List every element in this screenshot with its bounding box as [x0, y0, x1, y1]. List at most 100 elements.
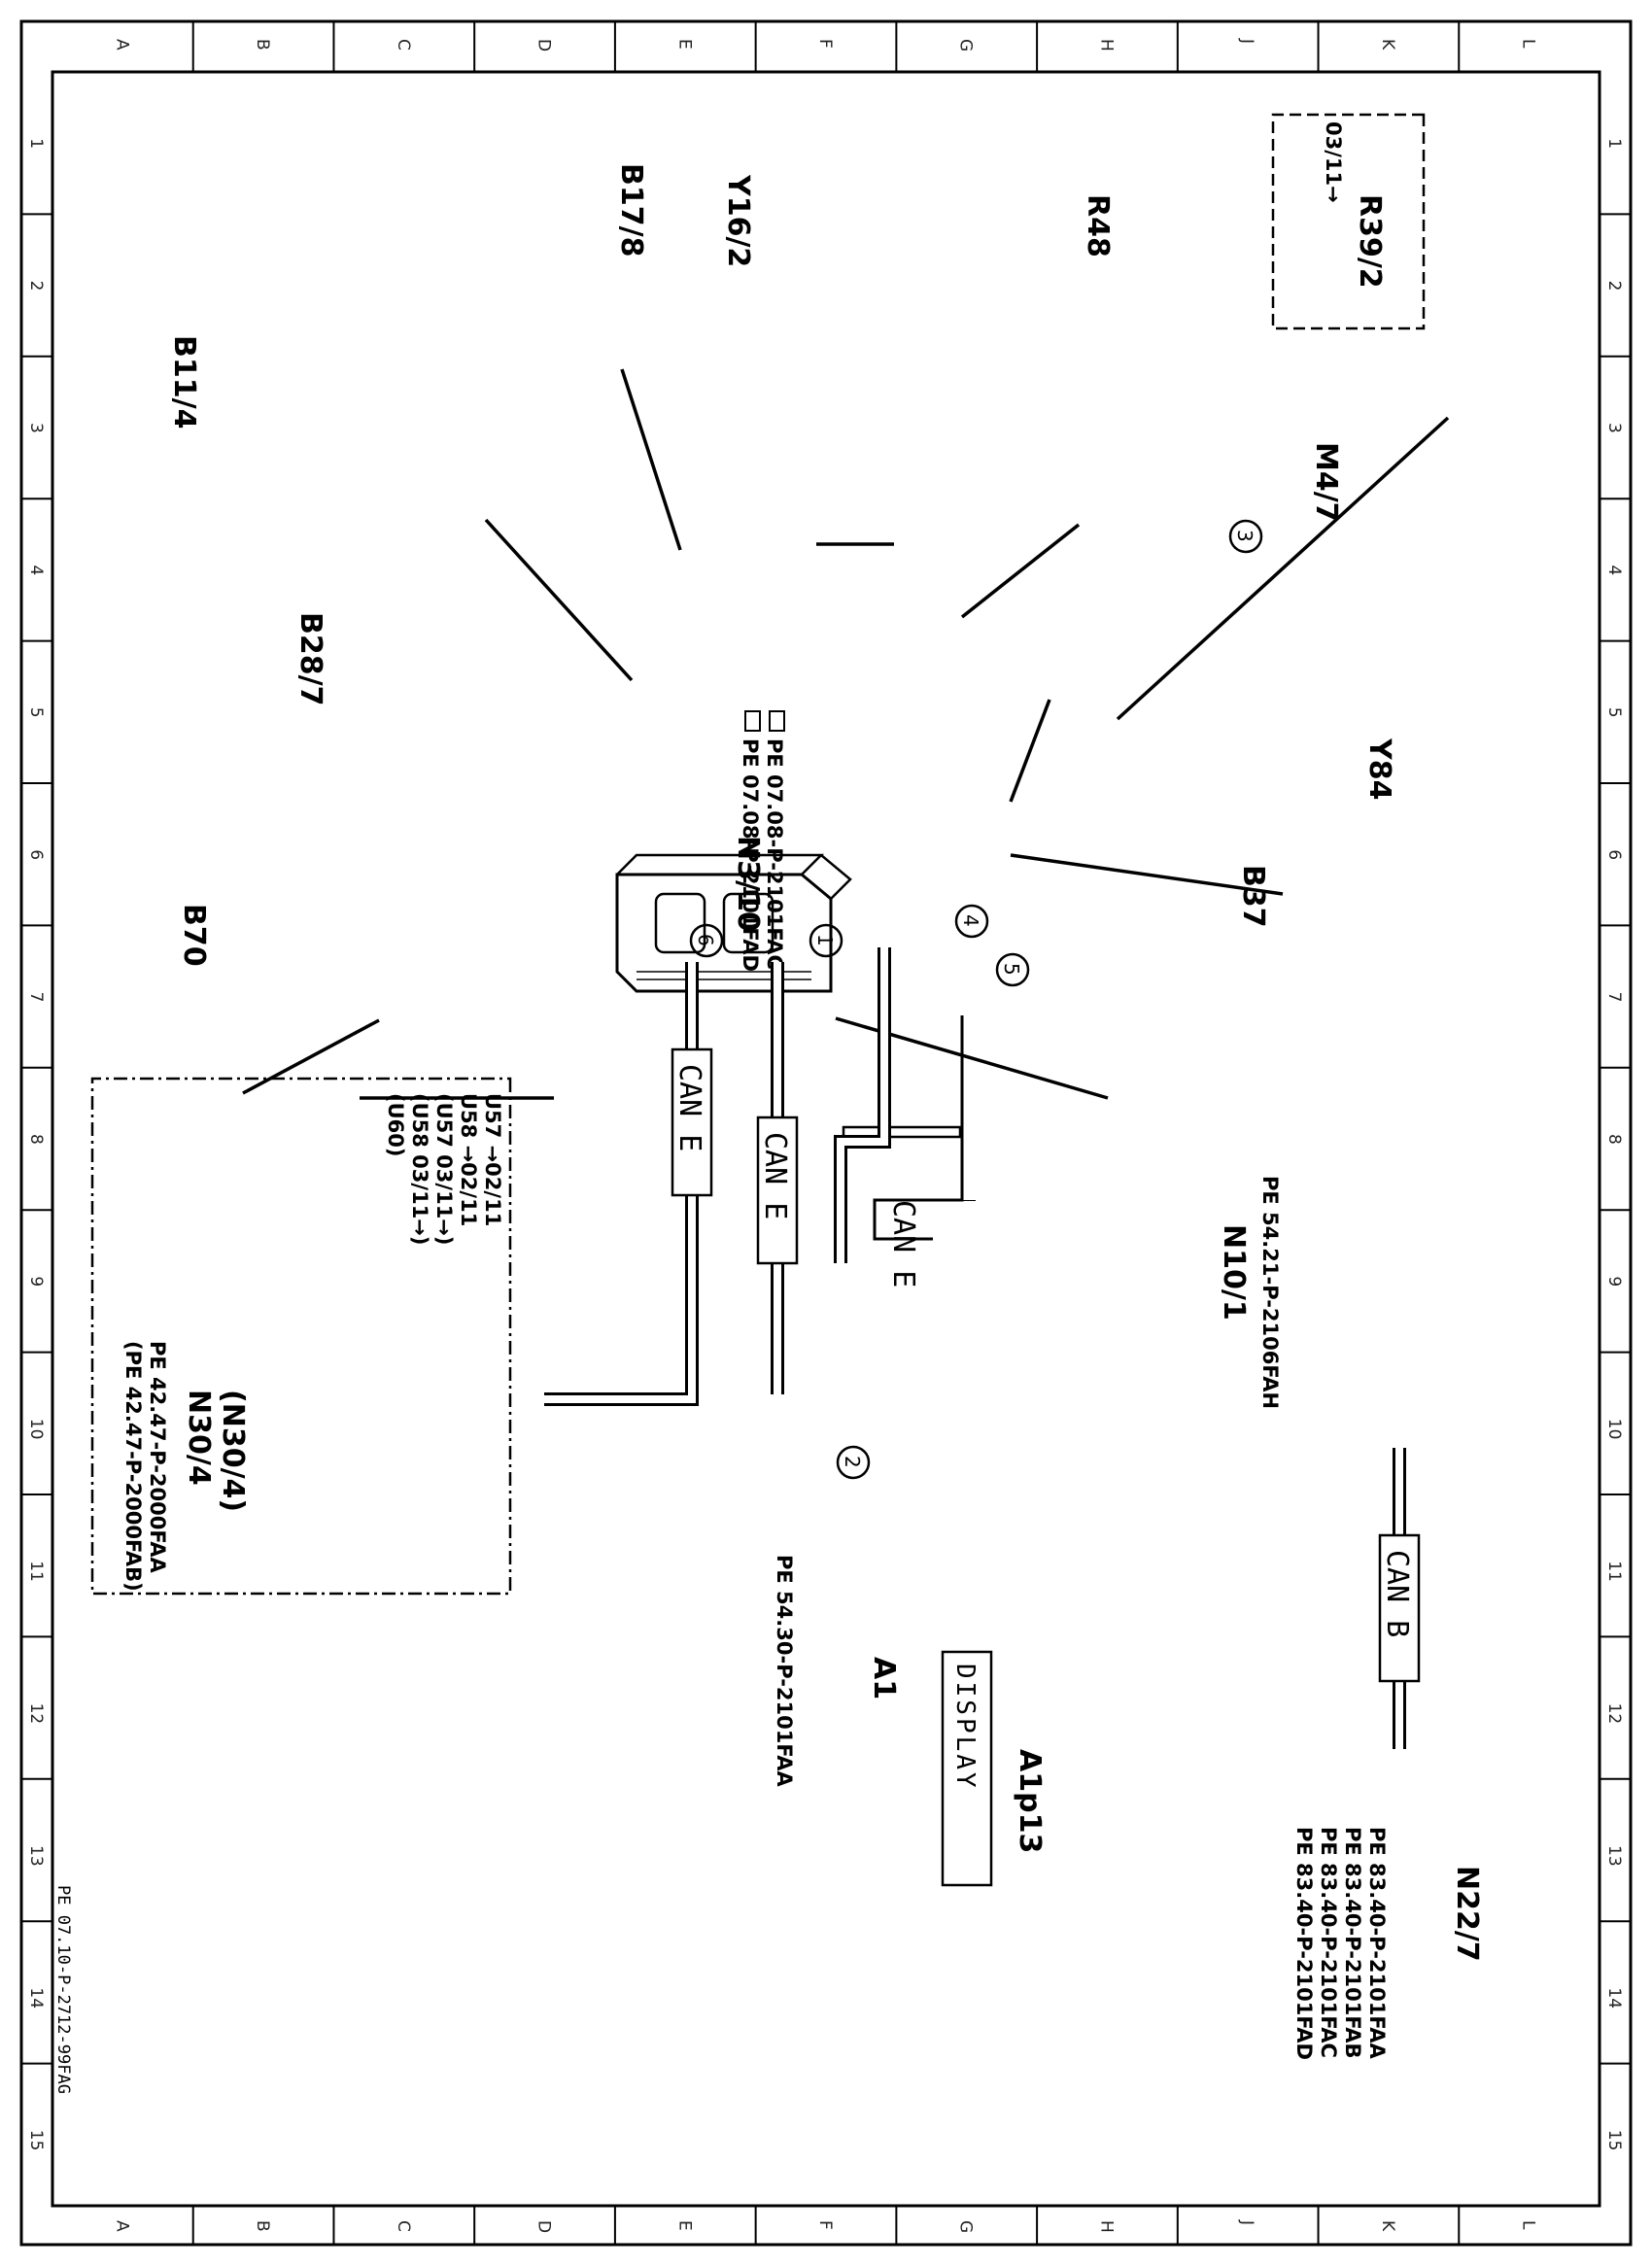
svg-text:PE 83.40-P-2101FAB: PE 83.40-P-2101FAB	[1341, 1827, 1364, 2059]
col-label-right: L	[1519, 2220, 1538, 2230]
b37-label: B37	[1236, 865, 1270, 928]
n3-10-ref-2: PE 07.08-P-2101FAD	[739, 738, 762, 972]
col-label-left: L	[1519, 39, 1538, 49]
grid-ticks: 1122334455667788991010111112121313141415…	[21, 21, 1631, 2245]
row-label-top: 2	[1604, 281, 1624, 292]
a1p13-display-text: DISPLAY	[950, 1664, 980, 1791]
row-label-top: 7	[1604, 992, 1624, 1003]
col-label-left: G	[956, 39, 976, 52]
arrow-m4-7	[1009, 699, 1051, 803]
row-label-top: 6	[1604, 849, 1624, 860]
can-e-bus-1-2: CAN E	[756, 962, 799, 1394]
a1-label: A1	[867, 1657, 901, 1700]
col-label-left: E	[674, 39, 694, 50]
pointing-hand-icon	[744, 710, 785, 732]
col-label-right: K	[1378, 2220, 1397, 2232]
marker-5: 5	[995, 952, 1030, 987]
can-b-label: CAN B	[1380, 1550, 1414, 1637]
col-label-left: A	[112, 39, 131, 51]
row-label-bottom: 5	[26, 707, 46, 718]
arrow-r48	[960, 523, 1081, 619]
n30-4-label-2: (N30/4)	[216, 1390, 250, 1512]
outer-frame	[19, 19, 1633, 2247]
control-unit-n3-10: N3/10 PE 07.08-P-2101FAC PE 07.08-P-2101…	[615, 710, 852, 993]
row-label-bottom: 8	[26, 1134, 46, 1145]
row-label-top: 9	[1604, 1276, 1624, 1287]
n10-1-label: N10/1	[1217, 1224, 1251, 1321]
row-label-bottom: 3	[26, 423, 46, 433]
row-label-top: 3	[1604, 423, 1624, 433]
col-label-left: D	[534, 39, 554, 52]
col-label-right: C	[394, 2220, 413, 2232]
row-label-bottom: 1	[26, 138, 46, 149]
footer-code: PE 07.10-P-2712-99FAG	[53, 1885, 73, 2094]
row-label-top: 8	[1604, 1134, 1624, 1145]
col-label-left: J	[1237, 38, 1256, 44]
marker-3: 3	[1228, 519, 1263, 554]
y16-2-label: Y16/2	[721, 174, 755, 267]
svg-text:PE 83.40-P-2101FAC: PE 83.40-P-2101FAC	[1317, 1827, 1340, 2058]
a1p13-display-box	[941, 1650, 993, 1887]
b28-7-label: B28/7	[293, 612, 327, 705]
arrow-b37	[835, 1016, 1109, 1100]
row-label-bottom: 6	[26, 849, 46, 860]
row-label-bottom: 15	[26, 2130, 46, 2151]
col-label-left: B	[253, 39, 272, 51]
r39-2-label: R39/2	[1353, 194, 1387, 289]
n30-4-ref-2: (PE 42.47-P-2000FAB)	[121, 1341, 145, 1592]
arrow-r39-2	[1116, 416, 1450, 721]
marker-1: 1	[809, 923, 843, 958]
svg-text:PE 83.40-P-2101FAD: PE 83.40-P-2101FAD	[1292, 1827, 1316, 2060]
row-label-bottom: 11	[26, 1561, 46, 1582]
col-label-right: H	[1096, 2220, 1116, 2233]
n30-4-ref-1: PE 42.47-P-2000FAA	[146, 1341, 169, 1574]
row-label-top: 13	[1604, 1845, 1624, 1867]
marker-4: 4	[954, 904, 989, 939]
col-label-left: K	[1378, 39, 1397, 51]
n3-10-ref-1: PE 07.08-P-2101FAC	[763, 738, 786, 970]
row-label-bottom: 14	[26, 1987, 46, 2008]
b17-8-label: B17/8	[614, 163, 648, 257]
inner-frame	[51, 70, 1601, 2208]
col-label-right: E	[674, 2220, 694, 2231]
svg-text:(U60): (U60)	[384, 1093, 407, 1156]
svg-text:3: 3	[1233, 530, 1256, 542]
arrow-y84	[1010, 853, 1284, 896]
row-label-top: 1	[1604, 138, 1624, 149]
row-label-bottom: 13	[26, 1845, 46, 1867]
svg-text:PE 83.40-P-2101FAA: PE 83.40-P-2101FAA	[1365, 1827, 1389, 2060]
b11-4-label: B11/4	[167, 335, 201, 429]
row-label-top: 15	[1604, 2130, 1624, 2151]
n30-4-notes: U57 →02/11 U58 →02/11 (U57 03/11→) (U58 …	[384, 1093, 504, 1246]
n30-4-label: N30/4	[182, 1390, 216, 1486]
row-label-bottom: 10	[26, 1419, 46, 1440]
col-label-right: D	[534, 2220, 554, 2233]
a1-ref: PE 54.30-P-2101FAA	[773, 1555, 796, 1788]
n30-4-box	[90, 1077, 512, 1596]
row-label-top: 10	[1604, 1419, 1624, 1440]
marker-6: 6	[689, 923, 724, 958]
col-label-left: C	[394, 39, 413, 51]
row-label-bottom: 2	[26, 281, 46, 292]
svg-text:4: 4	[959, 914, 982, 927]
row-label-bottom: 4	[26, 565, 46, 575]
marker-2: 2	[836, 1445, 871, 1480]
svg-text:1: 1	[813, 934, 837, 946]
arrow-b70	[242, 1018, 380, 1095]
col-label-left: F	[815, 39, 835, 49]
n3-10-label: N3/10	[731, 836, 765, 932]
svg-text:6: 6	[694, 934, 717, 946]
r39-2-note: 03/11→	[1322, 121, 1345, 203]
svg-text:2: 2	[841, 1456, 864, 1468]
row-label-top: 14	[1604, 1987, 1624, 2008]
row-label-top: 4	[1604, 565, 1624, 575]
col-label-left: H	[1096, 39, 1116, 52]
signal-arrows	[242, 368, 1450, 1100]
can-e-label-6: CAN E	[672, 1064, 706, 1151]
can-b-bus: CAN B	[1378, 1448, 1421, 1749]
svg-text:U58 →02/11: U58 →02/11	[457, 1093, 480, 1226]
col-label-right: F	[815, 2220, 835, 2230]
